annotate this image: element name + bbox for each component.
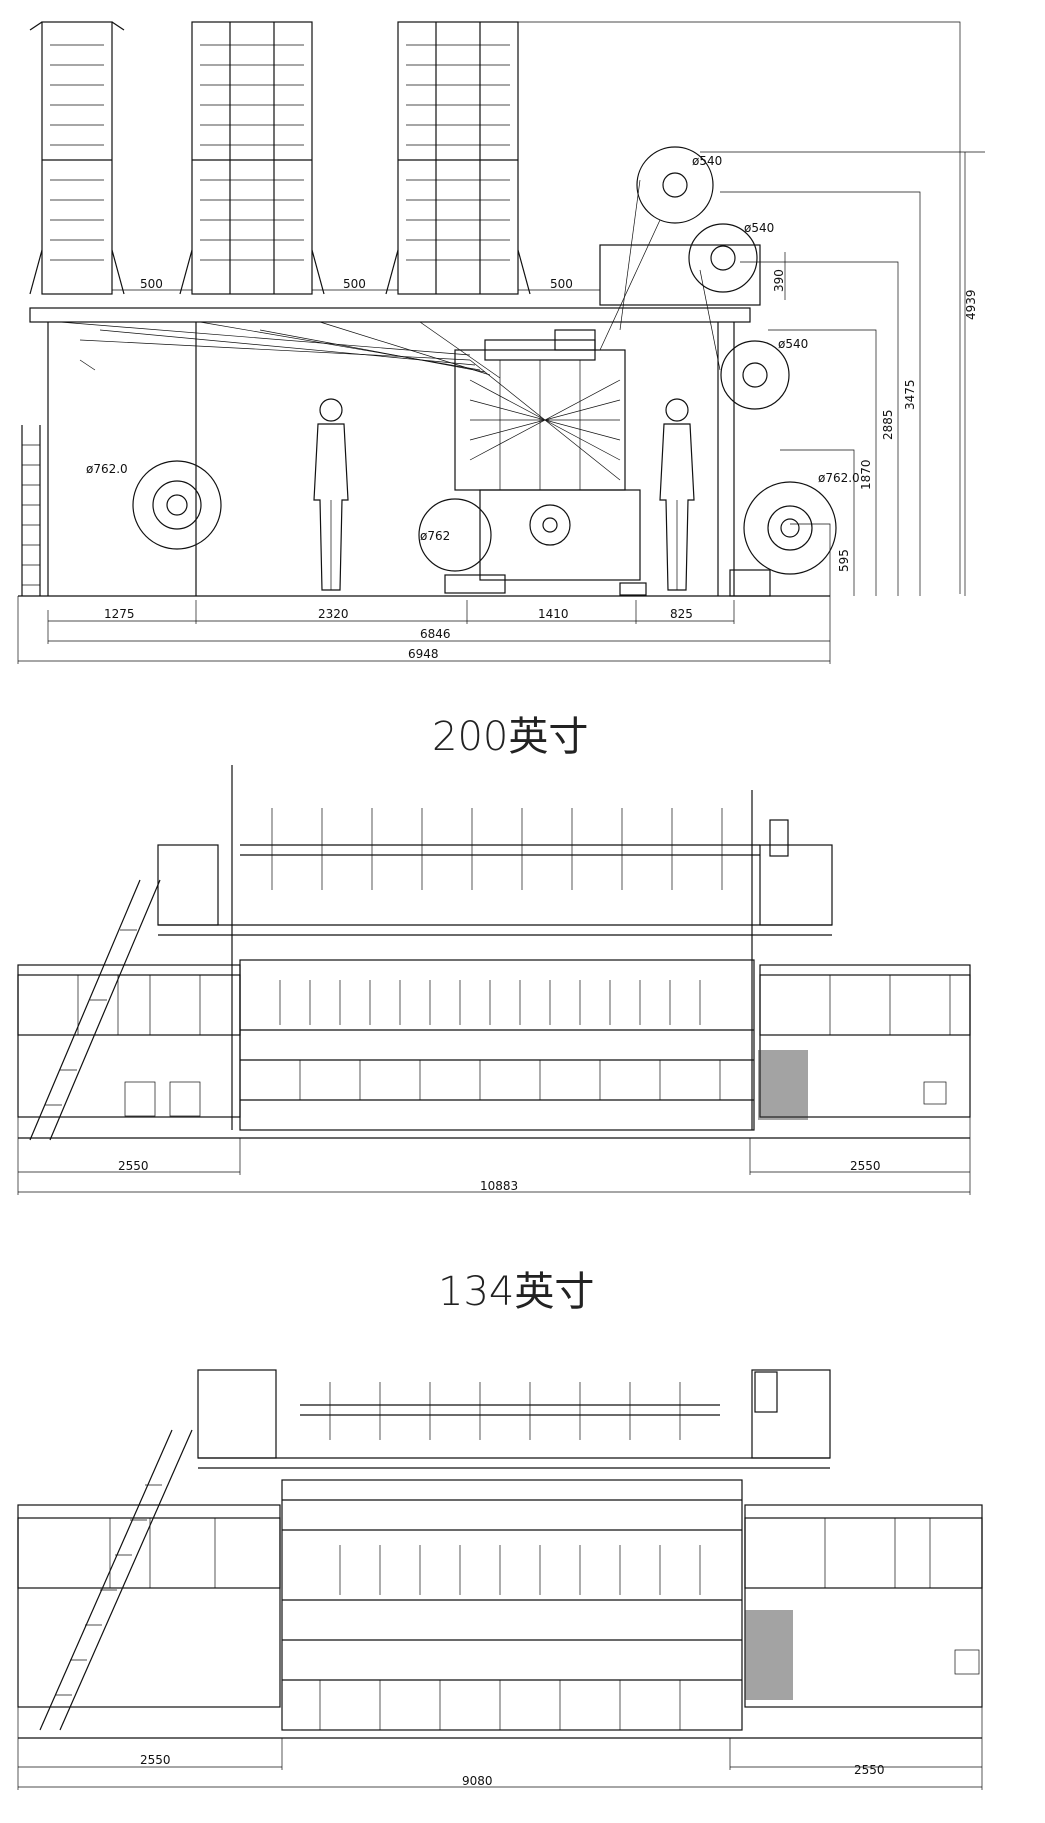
dim-6846: 6846 <box>420 627 451 641</box>
creel-right <box>385 21 531 295</box>
dim-134-overall: 9080 <box>462 1774 493 1788</box>
title-200-inch: 200英寸 <box>432 714 588 760</box>
title-134-inch: 134英寸 <box>438 1269 594 1315</box>
warp-beam-left: ø762.0 <box>86 460 222 550</box>
dim-1275: 1275 <box>104 607 135 621</box>
creel-left <box>29 21 125 295</box>
dim-2320: 2320 <box>318 607 349 621</box>
dim-134-right: 2550 <box>854 1763 885 1777</box>
dim-200-right: 2550 <box>850 1159 881 1173</box>
warp-beam-flanges-200 <box>271 808 723 890</box>
roll-label-left: ø762.0 <box>86 462 128 476</box>
roll-label-third: ø540 <box>778 337 808 351</box>
operator-figure-right <box>659 398 695 591</box>
roll-label-top: ø540 <box>692 154 722 168</box>
height-2885: 2885 <box>881 409 895 440</box>
warp-beam-flanges-134 <box>329 1382 681 1440</box>
ladder-134 <box>39 1429 193 1731</box>
height-1870: 1870 <box>859 459 873 490</box>
dim-200-left: 2550 <box>118 1159 149 1173</box>
side-bottom-dimensions: 1275 2320 1410 825 6846 6948 <box>17 596 831 664</box>
yarn-paths <box>59 321 501 379</box>
needle-bars-134 <box>319 1545 701 1730</box>
roll-label-second: ø540 <box>744 221 774 235</box>
roll-label-bottom: ø762.0 <box>818 471 860 485</box>
dim-200-overall: 10883 <box>480 1179 518 1193</box>
height-dimensions: 4939 3475 2885 1870 595 390 <box>700 151 985 596</box>
needle-bars-200 <box>279 980 721 1100</box>
knitting-head: ø762 <box>418 329 647 596</box>
dim-134-left: 2550 <box>140 1753 171 1767</box>
roll-label-center: ø762 <box>420 529 450 543</box>
height-3475: 3475 <box>903 379 917 410</box>
front-view-200: 2550 2550 10883 <box>17 765 971 1195</box>
creel-middle <box>179 21 325 295</box>
dim-6948: 6948 <box>408 647 439 661</box>
dim-825: 825 <box>670 607 693 621</box>
creel-spacing-1: 500 <box>140 277 163 291</box>
take-up-tower: ø540 ø540 ø540 ø762.0 <box>599 146 860 597</box>
creel-spacing-2: 500 <box>343 277 366 291</box>
height-595: 595 <box>837 549 851 572</box>
ladder-200 <box>29 879 161 1141</box>
dim-1410: 1410 <box>538 607 569 621</box>
creel-spacing-3: 500 <box>550 277 573 291</box>
height-4939: 4939 <box>964 289 978 320</box>
height-390: 390 <box>772 269 786 292</box>
operator-figure-left <box>313 398 349 591</box>
front-view-134: 2550 2550 9080 <box>17 1369 983 1790</box>
side-view: 500 500 500 <box>17 21 985 664</box>
side-ladder <box>21 425 41 596</box>
